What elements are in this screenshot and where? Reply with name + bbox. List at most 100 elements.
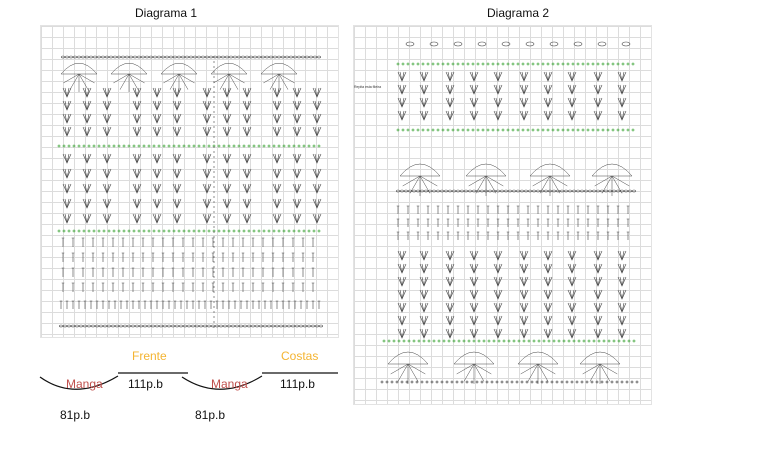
v-stitch-row xyxy=(82,153,92,164)
base-chain-row xyxy=(247,324,251,328)
dc-row xyxy=(596,218,600,227)
green-sc-row xyxy=(546,128,550,132)
base-chain-row xyxy=(151,324,155,328)
v-stitch-row xyxy=(567,315,577,326)
v-stitch-row xyxy=(445,71,455,82)
green-sc-row xyxy=(506,128,510,132)
fan-row xyxy=(78,73,95,84)
green-sc-row xyxy=(72,144,76,148)
dc-row xyxy=(301,282,305,292)
v-stitch-row xyxy=(272,113,282,124)
dc-row xyxy=(556,231,560,240)
top-chain-row xyxy=(245,55,249,59)
green-sc-row xyxy=(506,62,510,66)
dc-row xyxy=(576,218,580,227)
v-stitch-row xyxy=(82,87,92,98)
green-sc-row xyxy=(566,62,570,66)
green-sc-row xyxy=(607,339,611,343)
base-sc-row xyxy=(520,380,524,384)
green-sc-row xyxy=(541,62,545,66)
v-stitch-row xyxy=(82,126,92,137)
v-stitch-row xyxy=(617,289,627,300)
green-sc-row xyxy=(527,339,531,343)
top-chain-row xyxy=(77,55,81,59)
fan-row xyxy=(407,363,419,382)
dc-row xyxy=(291,282,295,292)
v-stitch-row xyxy=(132,87,142,98)
v-stitch-row xyxy=(493,71,503,82)
diagram2-symbols xyxy=(380,41,639,384)
base-chain-row xyxy=(155,324,159,328)
dc-row xyxy=(281,237,285,247)
v-stitch-row xyxy=(102,126,112,137)
dc-row xyxy=(416,231,420,240)
green-sc-row xyxy=(102,229,106,233)
sleeve-left-label: Manga xyxy=(66,377,103,391)
chain-row xyxy=(408,189,412,193)
green-sc-row xyxy=(182,144,186,148)
v-stitch-row xyxy=(469,110,479,121)
dc-row xyxy=(59,300,63,309)
v-stitch-row xyxy=(397,110,407,121)
green-sc-row xyxy=(97,144,101,148)
v-stitch-row xyxy=(593,315,603,326)
v-stitch-row xyxy=(292,198,302,209)
v-stitch-row xyxy=(222,87,232,98)
v-stitch-row xyxy=(593,71,603,82)
green-sc-row xyxy=(117,229,121,233)
v-stitch-row xyxy=(567,289,577,300)
dc-row xyxy=(566,231,570,240)
green-sc-row xyxy=(612,339,616,343)
dc-row xyxy=(61,267,65,277)
green-sc-row xyxy=(147,144,151,148)
v-stitch-row xyxy=(152,183,162,194)
dc-row xyxy=(281,267,285,277)
green-sc-row xyxy=(461,62,465,66)
base-chain-row xyxy=(287,324,291,328)
dc-row xyxy=(181,282,185,292)
chain-row xyxy=(576,189,580,193)
base-sc-row xyxy=(400,380,404,384)
v-stitch-row xyxy=(519,289,529,300)
dc-row xyxy=(516,231,520,240)
chain-row xyxy=(596,189,600,193)
base-sc-row xyxy=(580,380,584,384)
v-stitch-row xyxy=(312,126,322,137)
base-chain-row xyxy=(243,324,247,328)
green-sc-row xyxy=(162,144,166,148)
dc-row xyxy=(143,300,147,309)
base-sc-row xyxy=(535,380,539,384)
v-stitch-row xyxy=(617,263,627,274)
top-chain-row xyxy=(113,55,117,59)
green-sc-row xyxy=(117,144,121,148)
green-sc-row xyxy=(292,229,296,233)
base-chain-row xyxy=(195,324,199,328)
chain-row xyxy=(428,189,432,193)
dc-row xyxy=(516,205,520,214)
base-sc-row xyxy=(630,380,634,384)
green-sc-row xyxy=(207,144,211,148)
dc-row xyxy=(81,252,85,262)
v-stitch-row xyxy=(593,263,603,274)
dc-row xyxy=(191,267,195,277)
chain-row xyxy=(464,189,468,193)
v-stitch-row xyxy=(543,263,553,274)
v-stitch-row xyxy=(445,302,455,313)
dc-row xyxy=(586,218,590,227)
fan-row xyxy=(599,363,611,382)
chain-row xyxy=(628,189,632,193)
green-sc-row xyxy=(577,339,581,343)
v-stitch-row xyxy=(172,100,182,111)
top-chain-row xyxy=(121,55,125,59)
dc-row xyxy=(81,237,85,247)
green-sc-row xyxy=(297,144,301,148)
green-sc-row xyxy=(416,128,420,132)
top-chain-row xyxy=(197,55,201,59)
green-sc-row xyxy=(282,229,286,233)
chain-row xyxy=(412,189,416,193)
base-sc-row xyxy=(380,380,384,384)
base-sc-row xyxy=(500,380,504,384)
base-sc-row xyxy=(555,380,559,384)
dc-row xyxy=(536,218,540,227)
diagram1-symbols xyxy=(57,55,323,331)
